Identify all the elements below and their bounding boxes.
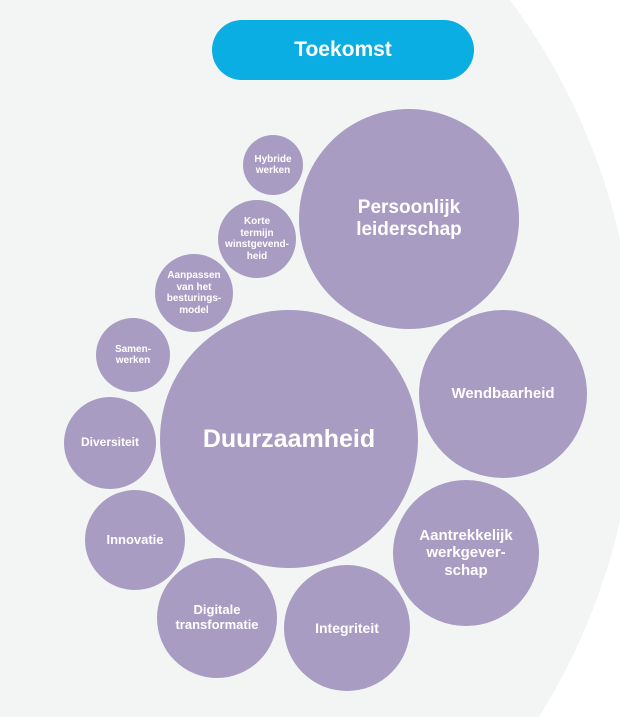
bubble-wendbaarheid: Wendbaarheid: [419, 310, 587, 478]
bubble-diversiteit: Diversiteit: [64, 397, 156, 489]
bubble-hybride-werken: Hybride werken: [243, 135, 303, 195]
bubble-duurzaamheid: Duurzaamheid: [160, 310, 418, 568]
bubble-aanpassen-besturingsmodel: Aanpassen van het besturings- model: [155, 254, 233, 332]
bubble-persoonlijk-leiderschap: Persoonlijk leiderschap: [299, 109, 519, 329]
bubble-samenwerken: Samen- werken: [96, 318, 170, 392]
toekomst-header-pill: Toekomst: [212, 20, 474, 80]
bubble-innovatie: Innovatie: [85, 490, 185, 590]
bubble-aantrekkelijk-werkgeverschap: Aantrekkelijk werkgever- schap: [393, 480, 539, 626]
bubble-korte-termijn-winstgevendheid: Korte termijn winstgevend- heid: [218, 200, 296, 278]
bubble-digitale-transformatie: Digitale transformatie: [157, 558, 277, 678]
bubble-integriteit: Integriteit: [284, 565, 410, 691]
